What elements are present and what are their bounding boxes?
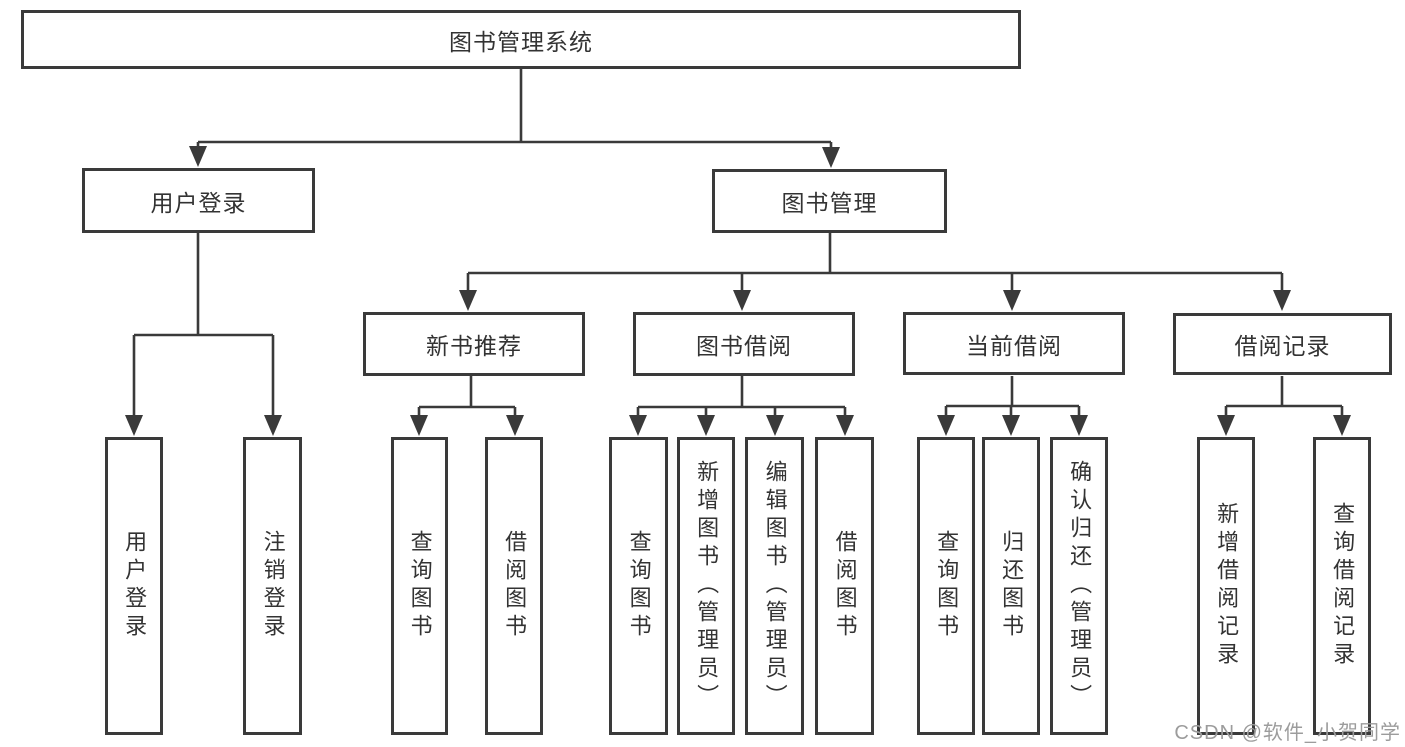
leaf-label: 查询图书 xyxy=(407,530,433,642)
leaf-query-books-borrowing: 查询图书 xyxy=(609,437,668,735)
leaf-label: 查询图书 xyxy=(626,530,652,642)
leaf-label: 查询借阅记录 xyxy=(1330,502,1356,670)
leaf-return-books: 归还图书 xyxy=(982,437,1040,735)
node-book-management: 图书管理 xyxy=(712,169,947,233)
node-current-borrowing: 当前借阅 xyxy=(903,312,1125,375)
node-label: 当前借阅 xyxy=(966,332,1062,359)
node-label: 新书推荐 xyxy=(426,333,522,359)
node-label: 用户登录 xyxy=(150,189,247,216)
leaf-label: 查询图书 xyxy=(934,530,960,642)
leaf-confirm-return-admin: 确认归还（管理员） xyxy=(1050,437,1108,735)
node-label: 借阅记录 xyxy=(1234,333,1331,359)
leaf-borrow-books-borrowing: 借阅图书 xyxy=(815,437,874,735)
node-book-borrowing: 图书借阅 xyxy=(633,312,855,376)
watermark-text: CSDN @软件_小贺同学 xyxy=(1174,722,1401,744)
leaf-query-books-current: 查询图书 xyxy=(917,437,975,735)
leaf-query-borrowing-record: 查询借阅记录 xyxy=(1313,437,1371,735)
leaf-label: 编辑图书（管理员） xyxy=(762,460,788,712)
node-borrowing-records: 借阅记录 xyxy=(1173,313,1392,375)
node-label: 图书管理系统 xyxy=(449,28,593,55)
node-library-management-system: 图书管理系统 xyxy=(21,10,1021,69)
leaf-label: 新增图书（管理员） xyxy=(694,460,720,712)
arrowheads xyxy=(125,146,1351,436)
leaf-borrow-books-recommend: 借阅图书 xyxy=(485,437,543,735)
leaf-logout-login: 注销登录 xyxy=(243,437,302,735)
node-label: 图书管理 xyxy=(781,190,878,216)
leaf-add-books-admin: 新增图书（管理员） xyxy=(677,437,735,735)
leaf-label: 借阅图书 xyxy=(502,530,528,642)
leaf-query-books-recommend: 查询图书 xyxy=(391,437,448,735)
leaf-edit-books-admin: 编辑图书（管理员） xyxy=(745,437,804,735)
node-new-book-recommend: 新书推荐 xyxy=(363,312,585,376)
leaf-label: 注销登录 xyxy=(260,530,286,642)
leaf-label: 借阅图书 xyxy=(832,530,858,642)
leaf-user-login: 用户登录 xyxy=(105,437,163,735)
leaf-label: 新增借阅记录 xyxy=(1214,502,1240,670)
leaf-label: 用户登录 xyxy=(122,530,148,642)
node-user-login: 用户登录 xyxy=(82,168,315,233)
leaf-label: 归还图书 xyxy=(999,530,1025,642)
leaf-add-borrowing-record: 新增借阅记录 xyxy=(1197,437,1255,735)
node-label: 图书借阅 xyxy=(696,333,792,359)
leaf-label: 确认归还（管理员） xyxy=(1067,460,1093,712)
